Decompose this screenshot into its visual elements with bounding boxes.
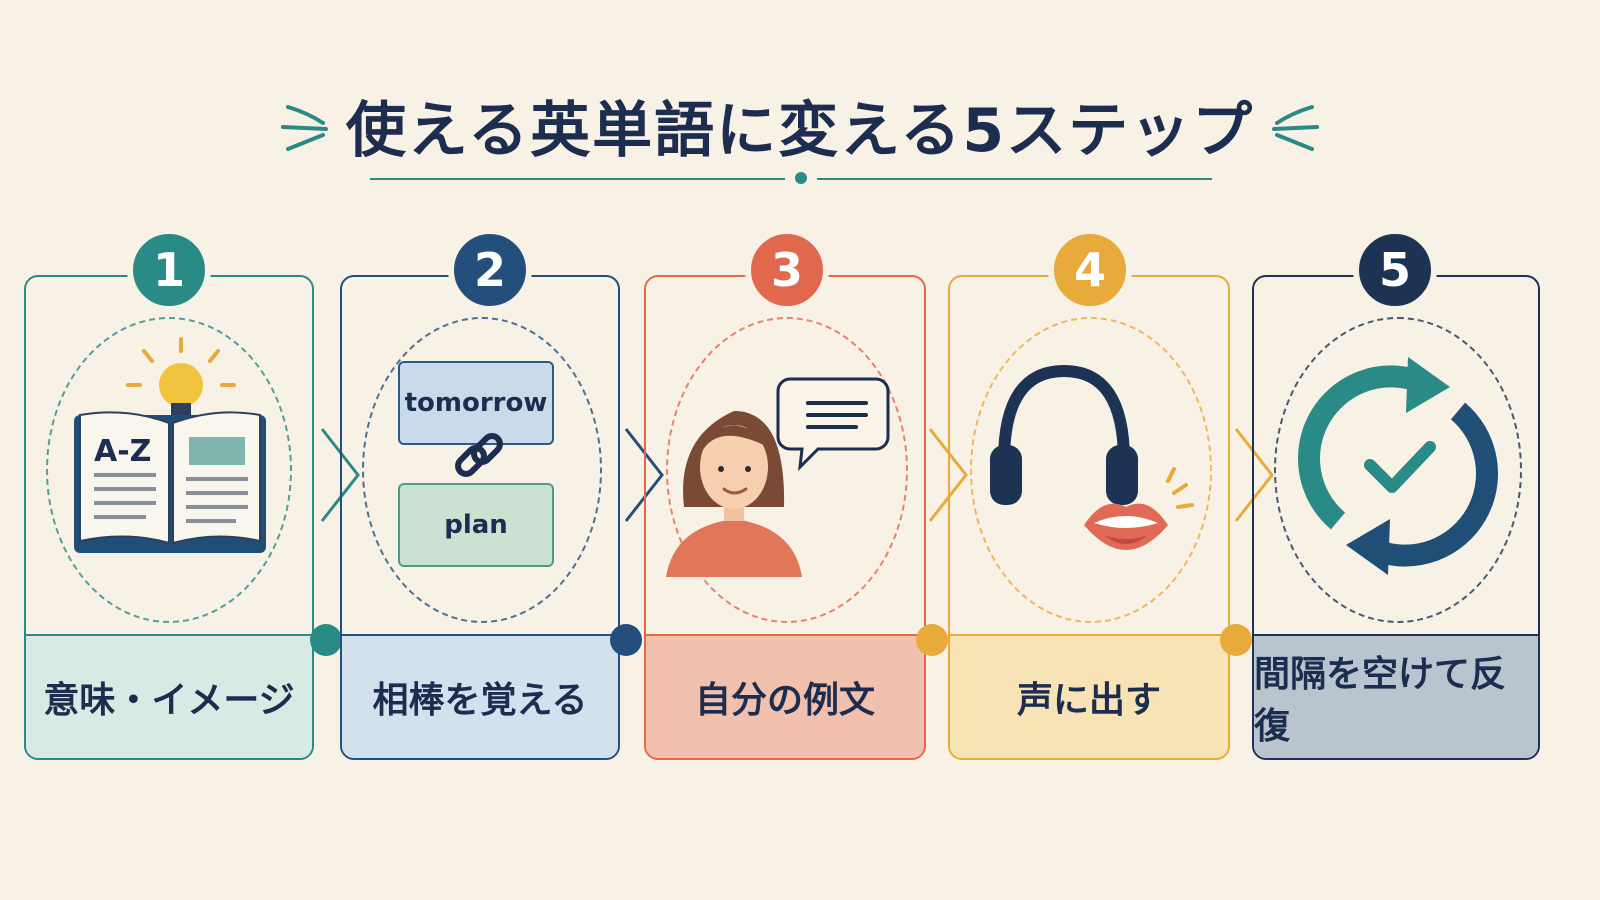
step-number-5: 5 — [1353, 228, 1437, 312]
step-card-3: 自分の例文 — [644, 275, 926, 760]
chevron-right-icon — [320, 428, 360, 522]
sparkle-right-icon — [1272, 105, 1319, 151]
chain-link-icon — [455, 433, 503, 477]
chevron-right-icon — [624, 428, 664, 522]
sparkle-left-icon — [281, 105, 328, 151]
step-label-1: 意味・イメージ — [26, 634, 312, 758]
step-number-4: 4 — [1048, 228, 1132, 312]
step-card-4: 声に出す — [948, 275, 1230, 760]
step-card-5: 間隔を空けて反復 — [1252, 275, 1540, 760]
open-book-lightbulb-icon: A-Z — [74, 337, 266, 553]
step-number-2: 2 — [448, 228, 532, 312]
title-divider-dot — [795, 172, 807, 184]
connector-dot-1 — [310, 624, 342, 656]
title-divider-left — [370, 178, 785, 180]
step-label-4: 声に出す — [950, 634, 1228, 758]
headphones-mouth-icon — [990, 364, 1194, 550]
title-divider-right — [817, 178, 1212, 180]
step-number-3: 3 — [745, 228, 829, 312]
step-card-2: tomorrow plan 相棒を覚える — [340, 275, 620, 760]
connector-dot-3 — [916, 624, 948, 656]
step-label-3: 自分の例文 — [646, 634, 924, 758]
book-text: A-Z — [94, 434, 151, 469]
step-label-5: 間隔を空けて反復 — [1254, 634, 1538, 758]
connector-dot-2 — [610, 624, 642, 656]
step-label-2: 相棒を覚える — [342, 634, 618, 758]
chevron-right-icon — [1234, 428, 1274, 522]
chevron-right-icon — [928, 428, 968, 522]
repeat-check-icon — [1298, 357, 1498, 575]
page-title: 使える英単語に変える5ステップ — [345, 96, 1255, 166]
connector-dot-4 — [1220, 624, 1252, 656]
person-speech-bubble-icon — [666, 377, 890, 577]
step-card-1: A-Z 意味・イメージ — [24, 275, 314, 760]
word-tomorrow-box: tomorrow — [398, 361, 554, 445]
word-plan-box: plan — [398, 483, 554, 567]
step-number-1: 1 — [127, 228, 211, 312]
